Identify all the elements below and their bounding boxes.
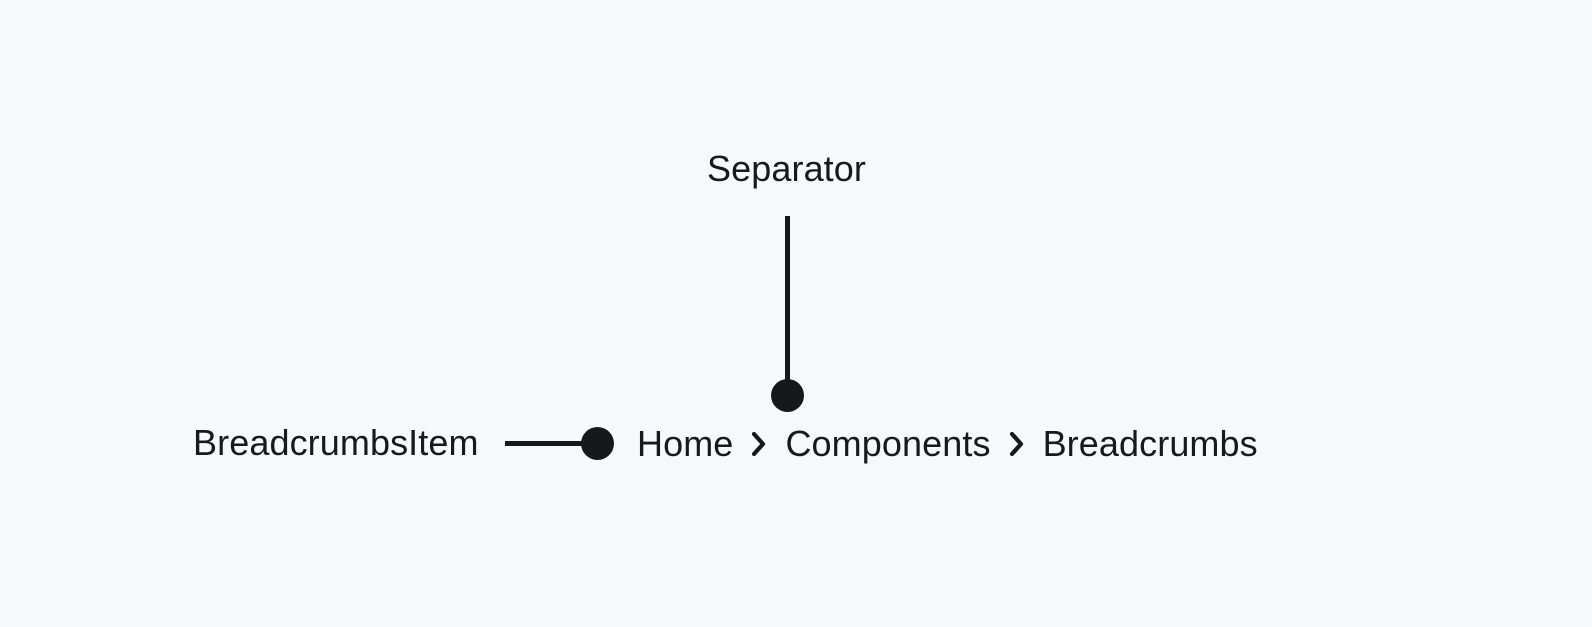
leader-dot-breadcrumbs-item: [581, 427, 614, 460]
breadcrumb-item-breadcrumbs[interactable]: Breadcrumbs: [1042, 423, 1258, 464]
leader-line-vertical: [785, 216, 790, 396]
leader-line-horizontal: [505, 441, 595, 446]
leader-dot-separator: [771, 379, 804, 412]
breadcrumb-item-components[interactable]: Components: [785, 423, 991, 464]
annotation-label-breadcrumbs-item: BreadcrumbsItem: [193, 422, 479, 463]
annotation-label-separator: Separator: [707, 148, 866, 189]
chevron-right-icon: [991, 423, 1043, 465]
breadcrumbs: Home Components Breadcrumbs: [637, 423, 1258, 465]
chevron-right-icon: [733, 423, 785, 465]
breadcrumb-item-home[interactable]: Home: [637, 423, 734, 464]
